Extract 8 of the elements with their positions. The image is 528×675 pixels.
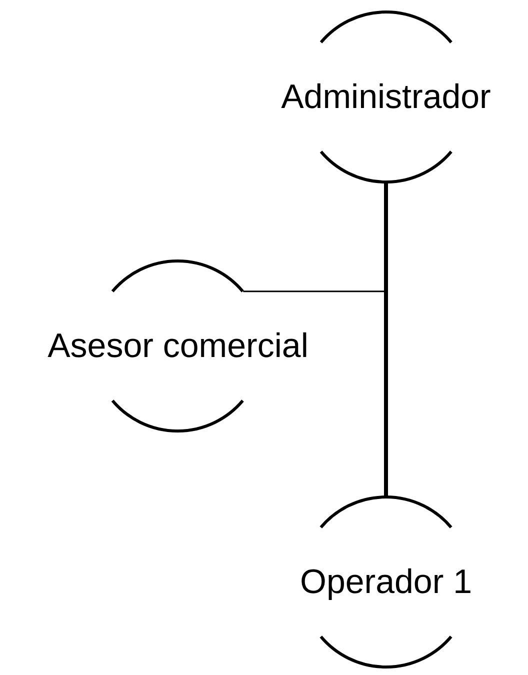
connector-line bbox=[243, 182, 387, 292]
circle-node bbox=[281, 12, 491, 182]
connector-line bbox=[384, 182, 388, 497]
circle-node bbox=[300, 497, 472, 667]
role-label: Operador 1 bbox=[300, 562, 472, 602]
role-label: Administrador bbox=[281, 78, 491, 116]
role-label: Asesor comercial bbox=[48, 326, 308, 366]
circle-node bbox=[48, 261, 308, 431]
